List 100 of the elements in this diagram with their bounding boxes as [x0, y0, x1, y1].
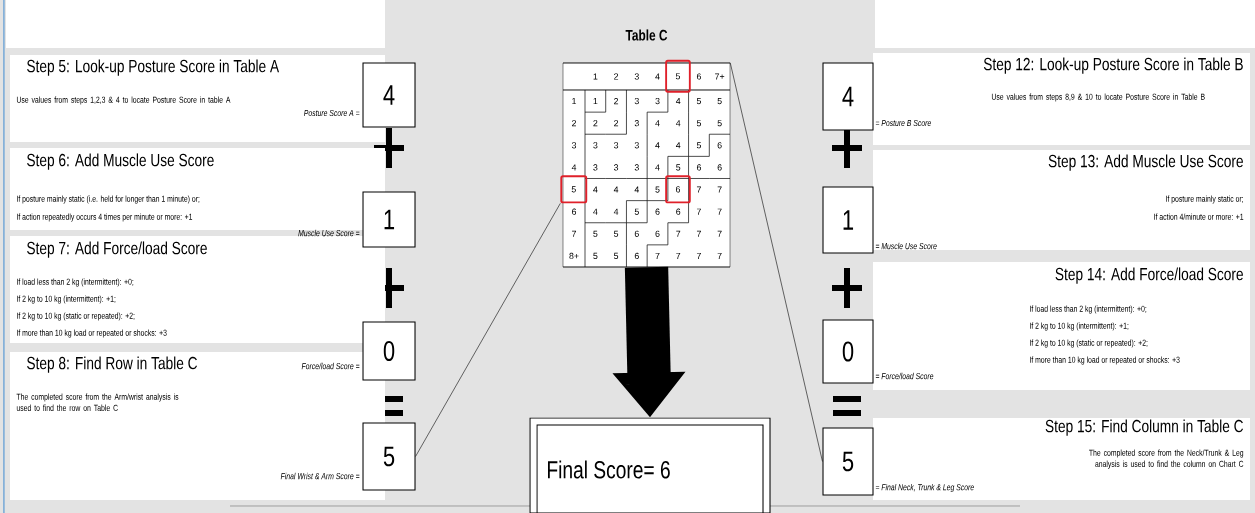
instruction-text: If action 4/minute or more: +1 [1154, 213, 1244, 220]
table-cell: 5 [593, 230, 598, 237]
table-cell: 4 [655, 120, 660, 127]
score-label: Muscle Use Score = [298, 229, 360, 237]
step-panel [10, 352, 385, 500]
table-cell: 3 [593, 142, 598, 149]
table-cell: 5 [717, 120, 722, 127]
instruction-text: If more than 10 kg load or repeated or shocks: +3 [1030, 356, 1180, 365]
table-cell: 5 [696, 98, 701, 105]
table-cell: 5 [614, 230, 619, 237]
score-box: 1 [822, 186, 874, 254]
instruction-text: The completed score from the Arm/wrist analysis is used to find the row on Table C [16, 393, 179, 411]
table-cell: 6 [655, 230, 660, 237]
connector-line [415, 203, 561, 457]
instruction-text: Use values from steps 1,2,3 & 4 to locate Posture Score in table A [16, 96, 231, 105]
instruction-text: If action repeatedly occurs 4 times per minute or more: +1 [17, 213, 193, 222]
table-cell: 7 [717, 186, 722, 193]
instruction-text: If 2 kg to 10 kg (static or repeated): +2; [1030, 339, 1148, 348]
table-cell: 3 [655, 97, 660, 105]
connector-line [729, 62, 823, 462]
score-label: = Posture B Score [875, 119, 931, 127]
score-box: 4 [362, 62, 416, 128]
step-heading: Step 12: Look-up Posture Score in Table B [983, 57, 1243, 74]
step-heading: Step 7: Add Force/load Score [27, 241, 207, 258]
table-cell: 5 [614, 252, 619, 259]
table-cell: 2 [614, 120, 619, 127]
instruction-text: If load less than 2 kg (intermittent): +0; [1030, 305, 1147, 314]
table-cell: 2 [614, 98, 619, 105]
step-heading: Step 6: Add Muscle Use Score [27, 153, 214, 170]
table-cell: 7+ [715, 73, 725, 80]
table-cell: 5 [717, 98, 722, 105]
table-cell: 7 [717, 252, 722, 259]
table-cell: 6 [717, 142, 722, 149]
table-cell: 5 [696, 142, 701, 149]
instruction-text: If posture mainly static or; [1166, 195, 1243, 204]
score-box: 0 [822, 319, 874, 384]
table-cell: 7 [676, 252, 681, 259]
table-cell: 3 [571, 142, 577, 149]
table-cell: 4 [634, 186, 639, 193]
score-box: 1 [362, 191, 416, 248]
table-cell: 3 [634, 73, 639, 80]
table-cell: 3 [613, 142, 619, 149]
step-panel [10, 148, 385, 230]
table-cell: 3 [613, 164, 619, 171]
instruction-text: The completed score from the Neck/Trunk & Leg analysis is used to find the column on Chart C [1089, 449, 1244, 469]
table-cell: 3 [634, 97, 639, 105]
table-cell: 4 [655, 142, 660, 149]
table-cell: 4 [675, 142, 681, 149]
result-box: Final Score= 6 [529, 417, 771, 513]
table-cell: 2 [593, 120, 598, 127]
instruction-text: If 2 kg to 10 kg (static or repeated): +2; [17, 312, 135, 321]
instruction-text: If 2 kg to 10 kg (intermittent): +1; [17, 295, 116, 304]
table-cell: 7 [717, 208, 722, 215]
score-label: = Final Neck, Trunk & Leg Score [875, 483, 974, 493]
table-cell: 3 [593, 164, 598, 171]
table-cell: 6 [634, 252, 639, 260]
step-heading: Step 15: Find Column in Table C [1045, 419, 1244, 436]
table-cell: 7 [717, 230, 722, 237]
step-panel [10, 236, 385, 343]
instruction-text: If posture mainly static (i.e. held for longer than 1 minute) or; [17, 195, 200, 204]
table-cell: 7 [572, 230, 576, 237]
instruction-text: Use values from steps 8,9 & 10 to locate Posture Score in Table B [991, 93, 1205, 102]
table-cell: 2 [572, 120, 576, 127]
table-cell: 4 [613, 186, 619, 193]
table-cell: 7 [696, 230, 701, 237]
table-cell: 3 [634, 120, 639, 127]
table-cell: 6 [717, 164, 722, 171]
table-cell: 7 [676, 230, 681, 237]
table-cell: 4 [655, 164, 660, 171]
score-box: 5 [362, 422, 416, 491]
instruction-text: If 2 kg to 10 kg (intermittent): +1; [1030, 322, 1129, 331]
table-cell: 1 [593, 73, 598, 80]
score-box: 0 [362, 321, 416, 381]
table-cell: 7 [696, 208, 701, 215]
table-title: Table C [625, 29, 668, 41]
table-cell: 5 [634, 208, 639, 215]
instruction-text: If load less than 2 kg (intermittent): +0; [17, 278, 134, 287]
score-label: = Muscle Use Score [875, 242, 937, 250]
score-label: Force/load Score = [301, 362, 360, 370]
highlighted-cell: 5 [665, 59, 691, 93]
table-cell: 7 [655, 252, 660, 259]
table-cell: 6 [634, 230, 639, 237]
score-label: Final Wrist & Arm Score = [280, 472, 360, 480]
table-cell: 6 [655, 208, 660, 215]
table-cell: 2 [614, 73, 619, 80]
score-label: = Force/load Score [875, 372, 934, 380]
table-cell: 6 [696, 164, 701, 171]
table-cell: 4 [675, 120, 681, 127]
table-cell: 1 [593, 98, 598, 105]
step-heading: Step 14: Add Force/load Score [1055, 267, 1243, 284]
score-label: Posture Score A = [304, 109, 360, 117]
table-cell: 4 [593, 208, 598, 215]
table-cell: 1 [572, 98, 577, 105]
table-cell: 3 [634, 142, 639, 149]
score-box: 4 [822, 62, 874, 131]
instruction-text: If more than 10 kg load or repeated or shocks: +3 [17, 329, 167, 338]
table-cell: 3 [634, 164, 639, 171]
step-heading: Step 13: Add Muscle Use Score [1048, 154, 1243, 171]
highlighted-cell: 5 [560, 175, 588, 204]
table-cell: 5 [696, 120, 701, 127]
